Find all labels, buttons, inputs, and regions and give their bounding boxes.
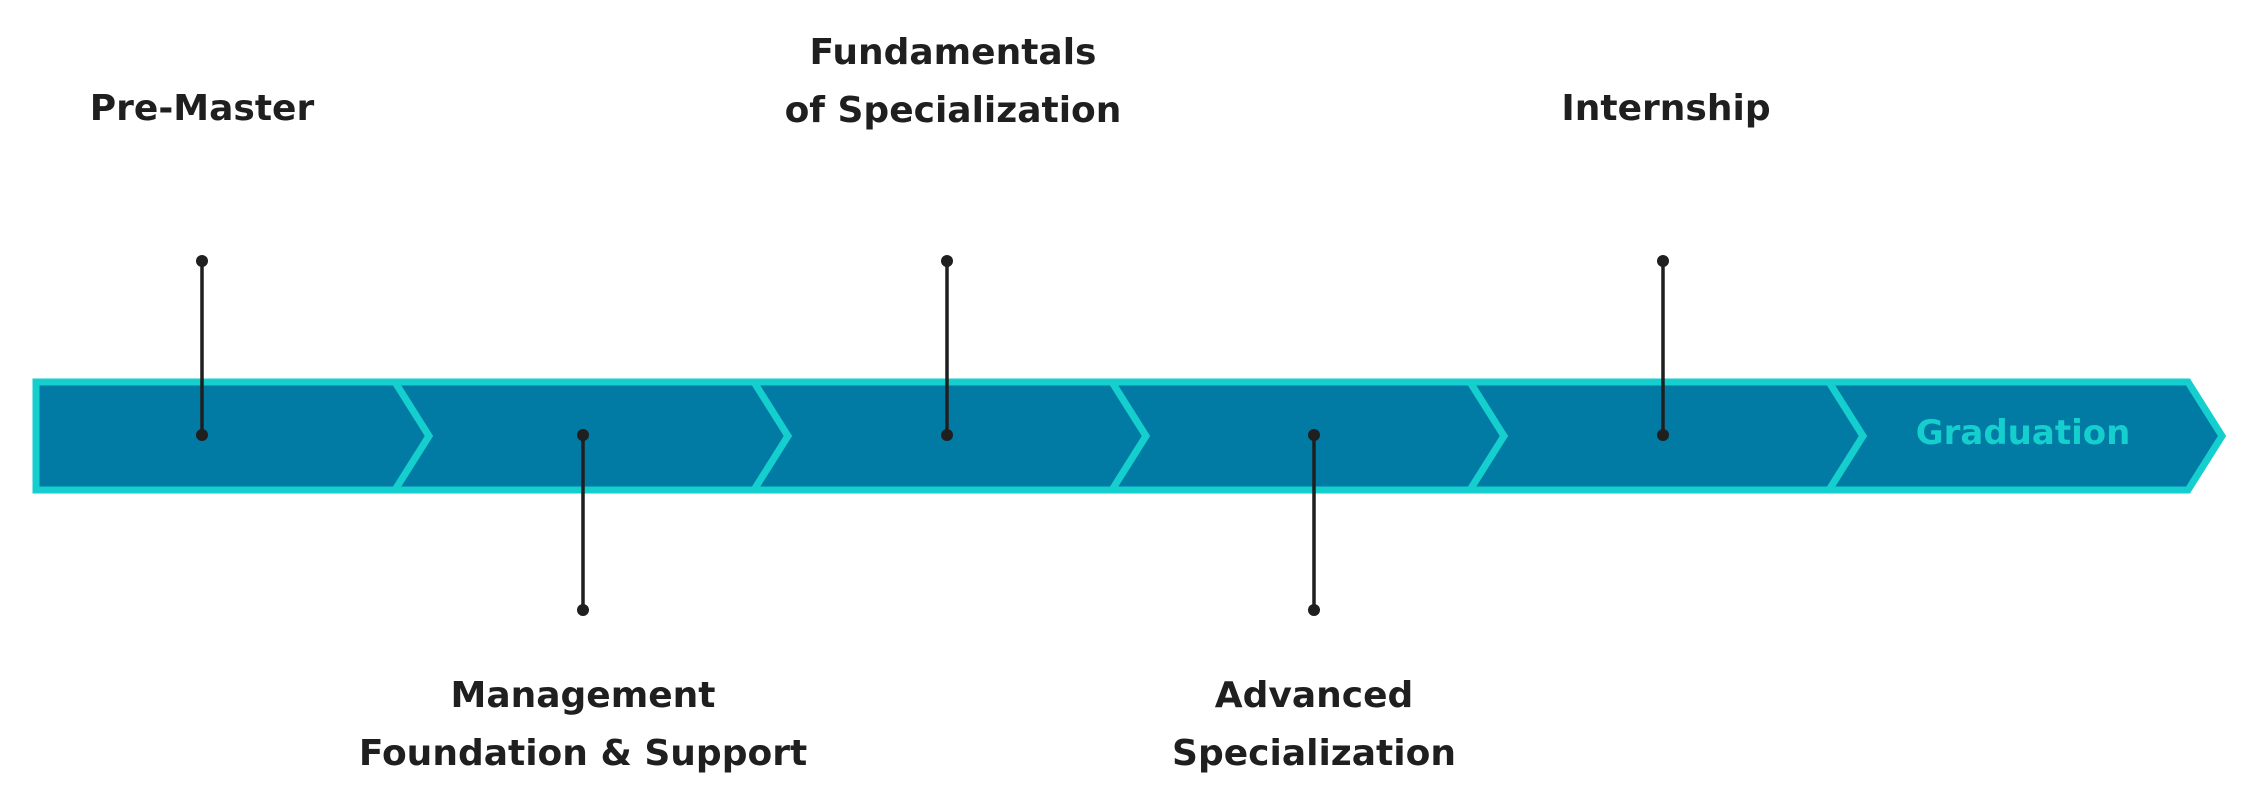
chevron-segment	[32, 378, 434, 494]
stage-label-line: Specialization	[1172, 733, 1456, 774]
chevron-segment	[1105, 378, 1509, 494]
connector-dot	[577, 429, 589, 441]
stage-label-line: Management	[450, 675, 716, 716]
chevron-segment	[1822, 378, 2227, 494]
connector-dot	[1657, 429, 1669, 441]
connector-dot	[196, 429, 208, 441]
stage-label-pre-master: Pre-Master	[90, 80, 314, 138]
connector-dot	[1657, 255, 1669, 267]
stage-label-line: Internship	[1561, 88, 1771, 129]
stage-label-line: Fundamentals	[809, 32, 1097, 73]
connector-dot	[196, 255, 208, 267]
connector-dot	[1308, 429, 1320, 441]
graduation-label: Graduation	[1915, 413, 2131, 453]
stage-label-line: Advanced	[1214, 675, 1414, 716]
stage-connectors	[196, 255, 1669, 616]
chevron-segment	[388, 378, 793, 494]
stage-label-fundamentals: Fundamentals of Specialization	[785, 24, 1122, 140]
connector-dot	[577, 604, 589, 616]
stage-label-advanced: Advanced Specialization	[1172, 667, 1456, 783]
stage-label-internship: Internship	[1561, 80, 1770, 138]
stage-label-line: Pre-Master	[89, 88, 315, 129]
stage-label-line: of Specialization	[784, 90, 1122, 131]
chevron-band	[32, 378, 2227, 494]
connector-dot	[941, 429, 953, 441]
connector-dot	[941, 255, 953, 267]
connector-dot	[1308, 604, 1320, 616]
stage-label-line: Foundation & Support	[358, 733, 808, 774]
stage-label-management: Management Foundation & Support	[359, 667, 807, 783]
